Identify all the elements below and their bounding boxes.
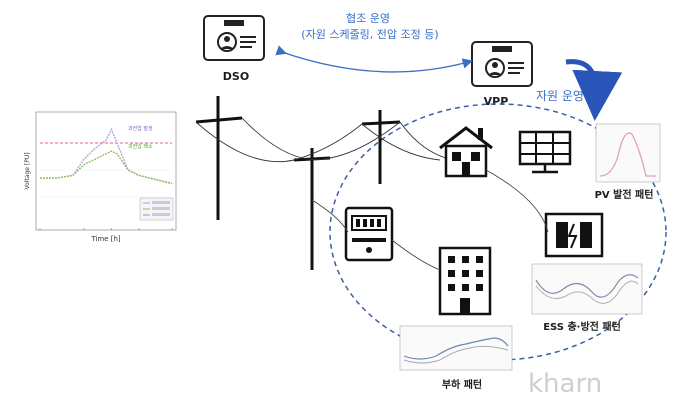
building-icon: [438, 246, 492, 316]
legend-resolved: 과전압 해소: [128, 143, 153, 150]
power-lines: [195, 117, 447, 163]
x-axis-label: Time [h]: [90, 235, 121, 243]
vpp-resource-boundary: [329, 103, 667, 361]
watermark-logo: kharn: [528, 369, 602, 399]
pv-pattern-label: PV 발전 패턴: [595, 188, 654, 201]
solar-panel-icon: [518, 130, 572, 174]
chart-ticks: [39, 228, 173, 230]
resource-connectors: [311, 169, 549, 271]
vpp-operator-icon: [471, 41, 533, 87]
load-pattern-thumbnail: [399, 325, 513, 371]
house-icon: [439, 126, 493, 178]
voltage-chart: Time [h] Voltage [PU] 과전압 발생 과전압 해소: [24, 111, 177, 243]
legend-overvoltage: 과전압 발생: [128, 125, 153, 132]
coop-arrow: [275, 45, 474, 73]
y-axis-label: Voltage [PU]: [24, 152, 31, 189]
load-pattern-label: 부하 패턴: [442, 378, 482, 391]
utility-pole-icon: [293, 148, 331, 270]
coop-subtitle: (자원 스케줄링, 전압 조정 등): [301, 28, 438, 41]
ess-pattern-label: ESS 충·방전 패턴: [543, 320, 621, 333]
smart-meter-icon: [344, 206, 394, 262]
dso-operator-icon: [203, 15, 265, 61]
battery-ess-icon: [544, 212, 604, 258]
resource-operation-label: 자원 운영: [536, 89, 584, 103]
pv-pattern-thumbnail: [595, 123, 661, 183]
utility-pole-icon: [361, 110, 401, 184]
ess-pattern-thumbnail: [531, 263, 643, 315]
rotate-arrow-icon: [565, 59, 623, 121]
legend-box: [139, 197, 174, 221]
series-resolved: [40, 150, 173, 185]
coop-title: 협조 운영: [346, 12, 390, 25]
vpp-label: VPP: [484, 95, 509, 108]
utility-pole-icon: [195, 96, 243, 220]
dso-label: DSO: [223, 70, 249, 83]
